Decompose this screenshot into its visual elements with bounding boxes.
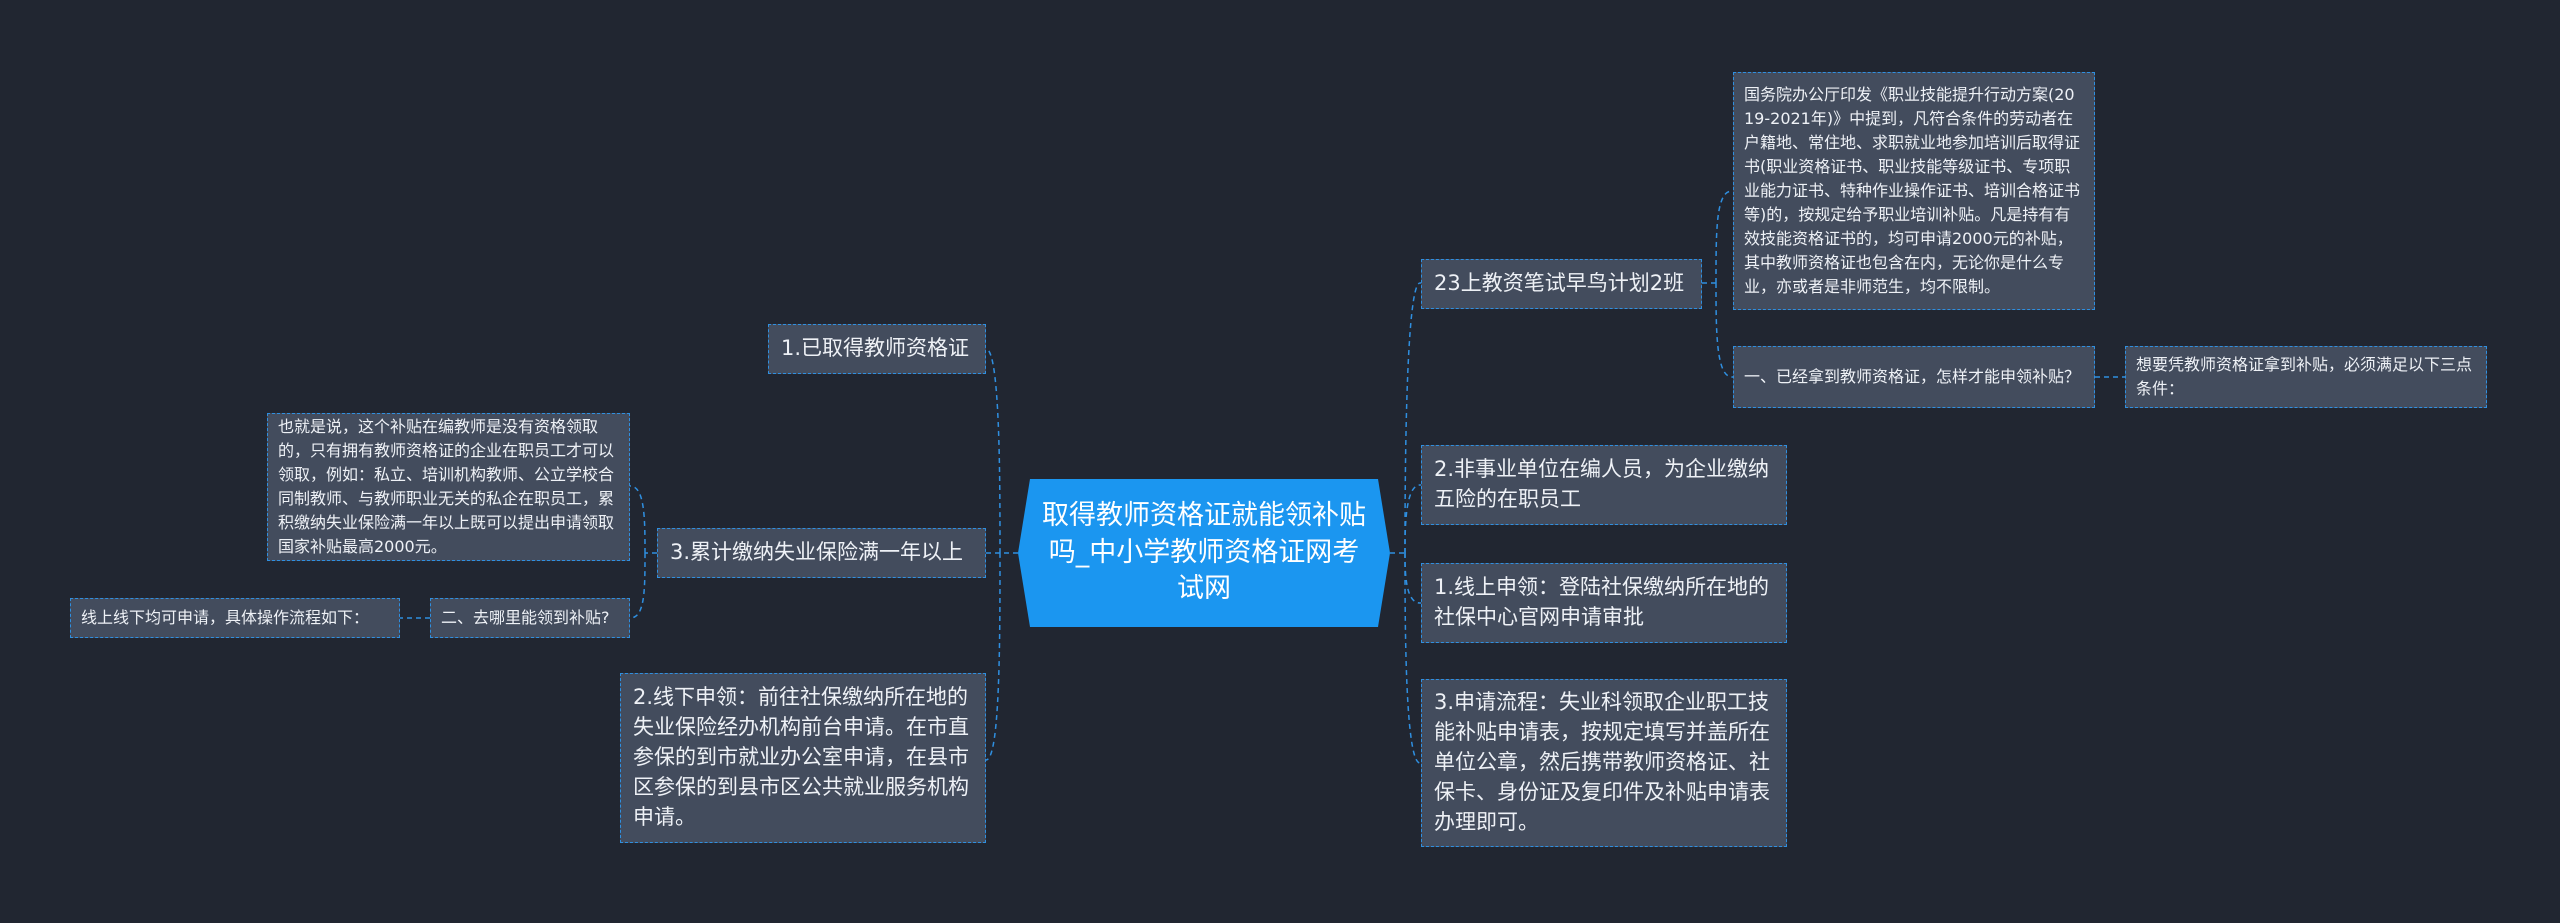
- node-question-where-to-get[interactable]: 二、去哪里能领到补贴?: [430, 598, 630, 638]
- node-label: 2.非事业单位在编人员，为企业缴纳五险的在职员工: [1434, 457, 1770, 511]
- node-question-how-to-apply[interactable]: 一、已经拿到教师资格证，怎样才能申领补贴？: [1733, 346, 2095, 408]
- node-label: 3.累计缴纳失业保险满一年以上: [670, 540, 964, 565]
- central-topic-label: 取得教师资格证就能领补贴吗_中小学教师资格证网考试网: [1042, 499, 1366, 605]
- node-label: 1.线上申领：登陆社保缴纳所在地的社保中心官网申请审批: [1434, 575, 1770, 629]
- node-label: 3.申请流程：失业科领取企业职工技能补贴申请表，按规定填写并盖所在单位公章，然后…: [1434, 690, 1770, 834]
- node-label: 想要凭教师资格证拿到补贴，必须满足以下三点条件：: [2136, 355, 2473, 398]
- node-label: 2.线下申领：前往社保缴纳所在地的失业保险经办机构前台申请。在市直参保的到市就业…: [633, 685, 969, 829]
- node-application-process[interactable]: 3.申请流程：失业科领取企业职工技能补贴申请表，按规定填写并盖所在单位公章，然后…: [1421, 679, 1787, 847]
- node-three-conditions[interactable]: 想要凭教师资格证拿到补贴，必须满足以下三点条件：: [2125, 346, 2487, 408]
- node-online-offline-answer[interactable]: 线上线下均可申请，具体操作流程如下：: [70, 598, 400, 638]
- central-topic[interactable]: 取得教师资格证就能领补贴吗_中小学教师资格证网考试网: [1018, 479, 1390, 627]
- node-offline-apply[interactable]: 2.线下申领：前往社保缴纳所在地的失业保险经办机构前台申请。在市直参保的到市就业…: [620, 673, 986, 843]
- node-subsidy-explanation[interactable]: 也就是说，这个补贴在编教师是没有资格领取的，只有拥有教师资格证的企业在职员工才可…: [267, 413, 630, 561]
- node-label: 1.已取得教师资格证: [781, 336, 970, 361]
- node-label: 23上教资笔试早鸟计划2班: [1434, 271, 1685, 296]
- node-has-teacher-certificate[interactable]: 1.已取得教师资格证: [768, 324, 986, 374]
- node-label: 一、已经拿到教师资格证，怎样才能申领补贴？: [1744, 367, 2081, 386]
- node-policy-notice[interactable]: 国务院办公厅印发《职业技能提升行动方案(2019-2021年)》中提到，凡符合条…: [1733, 72, 2095, 310]
- node-condition-non-public-employee[interactable]: 2.非事业单位在编人员，为企业缴纳五险的在职员工: [1421, 445, 1787, 525]
- node-unemployment-insurance[interactable]: 3.累计缴纳失业保险满一年以上: [657, 528, 986, 578]
- node-label: 二、去哪里能领到补贴?: [441, 608, 610, 627]
- node-online-apply[interactable]: 1.线上申领：登陆社保缴纳所在地的社保中心官网申请审批: [1421, 563, 1787, 643]
- node-label: 也就是说，这个补贴在编教师是没有资格领取的，只有拥有教师资格证的企业在职员工才可…: [278, 417, 615, 556]
- node-label: 国务院办公厅印发《职业技能提升行动方案(2019-2021年)》中提到，凡符合条…: [1744, 85, 2081, 296]
- node-early-bird-plan[interactable]: 23上教资笔试早鸟计划2班: [1421, 259, 1702, 309]
- node-label: 线上线下均可申请，具体操作流程如下：: [81, 608, 370, 627]
